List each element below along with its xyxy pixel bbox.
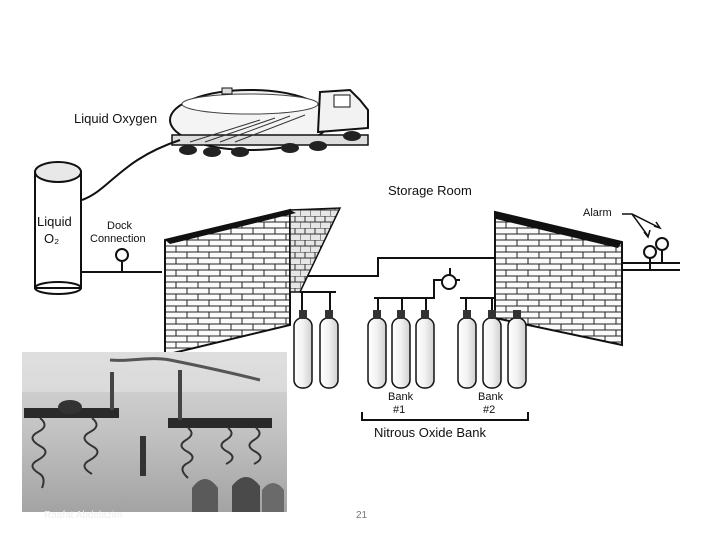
left-brick-wall xyxy=(164,207,342,357)
manifold-photo xyxy=(22,352,287,512)
bank-brackets xyxy=(361,412,529,421)
dock-connection-label-line1: Dock xyxy=(107,220,133,232)
footer-author: Raafat Abdelazim xyxy=(44,510,123,521)
alarm-arrows xyxy=(622,213,662,239)
liquid-o2-label-line2: O₂ xyxy=(44,231,60,246)
bank2-label-line2: #2 xyxy=(483,404,496,416)
nitrous-oxide-bank-label: Nitrous Oxide Bank xyxy=(374,425,486,440)
fill-hose xyxy=(81,139,181,201)
bank1-label-line2: #1 xyxy=(393,404,406,416)
alarm-label: Alarm xyxy=(583,207,612,219)
liquid-o2-label-line1: Liquid xyxy=(37,214,72,229)
gas-cylinders xyxy=(293,310,527,389)
dock-connection-label-line2: Connection xyxy=(90,233,146,245)
footer-page-number: 21 xyxy=(356,510,368,521)
bank2-label-line1: Bank xyxy=(478,391,504,403)
liquid-oxygen-label: Liquid Oxygen xyxy=(74,111,158,126)
tanker-truck-illustration xyxy=(169,87,369,157)
storage-room-label: Storage Room xyxy=(388,183,472,198)
liquid-o2-tank xyxy=(34,161,82,295)
bank1-label-line1: Bank xyxy=(388,391,414,403)
right-brick-wall xyxy=(494,210,623,347)
